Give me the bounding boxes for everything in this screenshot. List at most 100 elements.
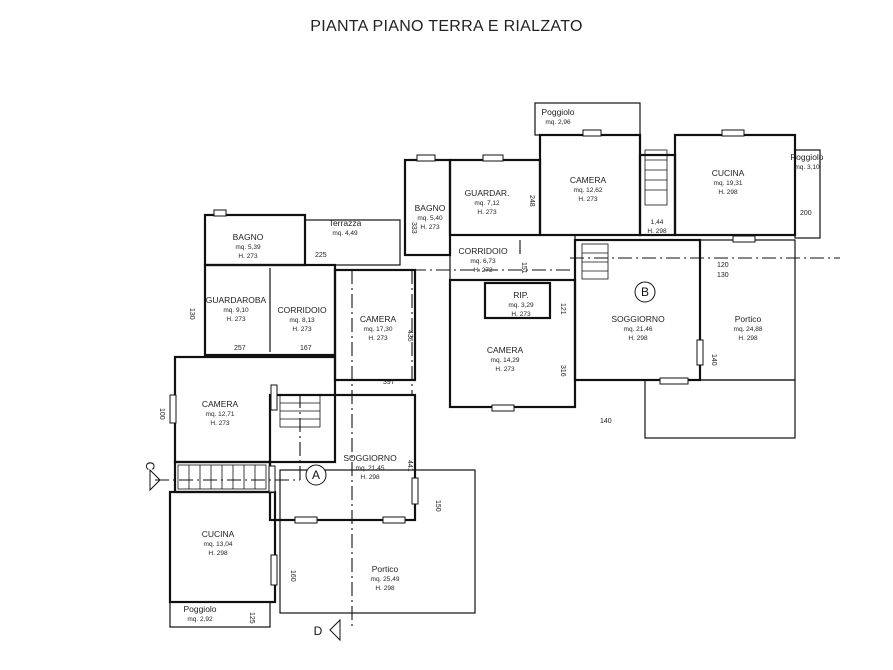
room-name: Poggiolo (790, 152, 823, 162)
dimension-label: 140 (710, 354, 717, 366)
room-stair-landing: 1,44 H. 298 (647, 219, 667, 235)
room-guardar: GUARDAR. mq. 7,12 H. 273 (465, 188, 510, 216)
room-area: mq. 9,10 (223, 307, 249, 314)
dimension-label: 441 (406, 460, 413, 472)
room-height: H. 273 (292, 326, 312, 333)
room-area: mq. 25,49 (371, 576, 400, 583)
walls-right-block (573, 133, 821, 439)
room-height: H. 298 (738, 335, 758, 342)
room-name: BAGNO (233, 232, 264, 242)
room-name: Portico (372, 564, 399, 574)
room-height: H. 298 (360, 474, 380, 481)
dimension-label: 257 (234, 345, 246, 352)
section-mark-a: A (305, 464, 327, 486)
room-name: SOGGIORNO (343, 453, 397, 463)
room-height: H. 298 (718, 189, 738, 196)
section-lines (155, 240, 840, 630)
room-name: BAGNO (415, 203, 446, 213)
room-area: mq. 24,88 (734, 326, 763, 333)
room-poggiolo-right: Poggiolo mq. 3,10 (790, 152, 823, 171)
dimension-label: 130 (188, 308, 195, 320)
room-poggiolo-a: Poggiolo mq. 2,92 (183, 604, 216, 623)
room-height: H. 273 (210, 420, 230, 427)
room-name: GUARDAR. (465, 188, 510, 198)
plan-title: PIANTA PIANO TERRA E RIALZATO (310, 18, 583, 35)
room-area: mq. 12,71 (206, 411, 235, 418)
room-area: mq. 7,12 (474, 200, 500, 207)
room-name: GUARDAROBA (206, 295, 267, 305)
room-camera-1730: CAMERA mq. 17,30 H. 273 (360, 314, 397, 342)
room-height: H. 273 (477, 209, 497, 216)
room-name: CAMERA (202, 399, 239, 409)
walls-left-block (168, 213, 476, 628)
room-rip: RIP. mq. 3,29 H. 273 (508, 290, 534, 318)
dimension-label: 160 (289, 570, 296, 582)
dimension-label: 121 (559, 303, 566, 315)
room-guardaroba: GUARDAROBA mq. 9,10 H. 273 (206, 295, 267, 323)
room-name: CUCINA (202, 529, 235, 539)
room-area: 1,44 (651, 219, 664, 226)
dimension-label: 125 (248, 612, 255, 624)
room-height: H. 273 (238, 253, 258, 260)
dimension-label: 397 (383, 379, 395, 386)
room-area: mq. 14,29 (491, 357, 520, 364)
room-camera-1262: CAMERA mq. 12,62 H. 273 (570, 175, 607, 203)
room-height: H. 273 (226, 316, 246, 323)
dimension-label: 100 (158, 408, 165, 420)
room-area: mq. 13,04 (204, 541, 233, 548)
dimension-label: 167 (300, 345, 312, 352)
room-name: Terrazza (329, 218, 362, 228)
room-soggiorno-a: SOGGIORNO mq. 21,45 H. 298 (343, 453, 397, 481)
room-name: Poggiolo (541, 107, 574, 117)
room-area: mq. 6,73 (470, 258, 496, 265)
room-height: H. 273 (578, 196, 598, 203)
room-name: Poggiolo (183, 604, 216, 614)
room-name: CAMERA (360, 314, 397, 324)
dimension-label: 130 (717, 272, 729, 279)
room-area: mq. 21,45 (356, 465, 385, 472)
room-name: CUCINA (712, 168, 745, 178)
stair-right (581, 149, 668, 280)
room-name: RIP. (513, 290, 528, 300)
room-area: mq. 2,92 (187, 616, 213, 623)
section-mark-c-label: C (143, 462, 157, 471)
dimension-label: 150 (434, 500, 441, 512)
room-height: H. 273 (495, 366, 515, 373)
dimension-label: 140 (600, 418, 612, 425)
room-height: H. 298 (208, 550, 228, 557)
room-name: CORRIDOIO (277, 305, 327, 315)
dimension-label: 436 (406, 330, 413, 342)
room-area: mq. 3,29 (508, 302, 534, 309)
room-height: H. 273 (368, 335, 388, 342)
room-area: mq. 21,46 (624, 326, 653, 333)
dimension-label: 200 (800, 210, 812, 217)
section-mark-a-label: A (312, 468, 320, 482)
dimension-label: 333 (410, 222, 417, 234)
stair-left (177, 394, 321, 490)
room-height: H. 298 (647, 228, 667, 235)
dimension-label: 225 (315, 252, 327, 259)
dimension-label: 151 (520, 262, 527, 274)
section-mark-b-label: B (641, 285, 649, 299)
room-height: H. 273 (511, 311, 531, 318)
dimension-label: 316 (559, 365, 566, 377)
room-area: mq. 4,49 (332, 230, 358, 237)
section-mark-c: C (143, 462, 161, 492)
room-area: mq. 12,62 (574, 187, 603, 194)
room-area: mq. 3,10 (794, 164, 820, 171)
room-area: mq. 17,30 (364, 326, 393, 333)
room-name: CAMERA (570, 175, 607, 185)
room-name: CORRIDOIO (458, 246, 508, 256)
room-height: H. 298 (628, 335, 648, 342)
